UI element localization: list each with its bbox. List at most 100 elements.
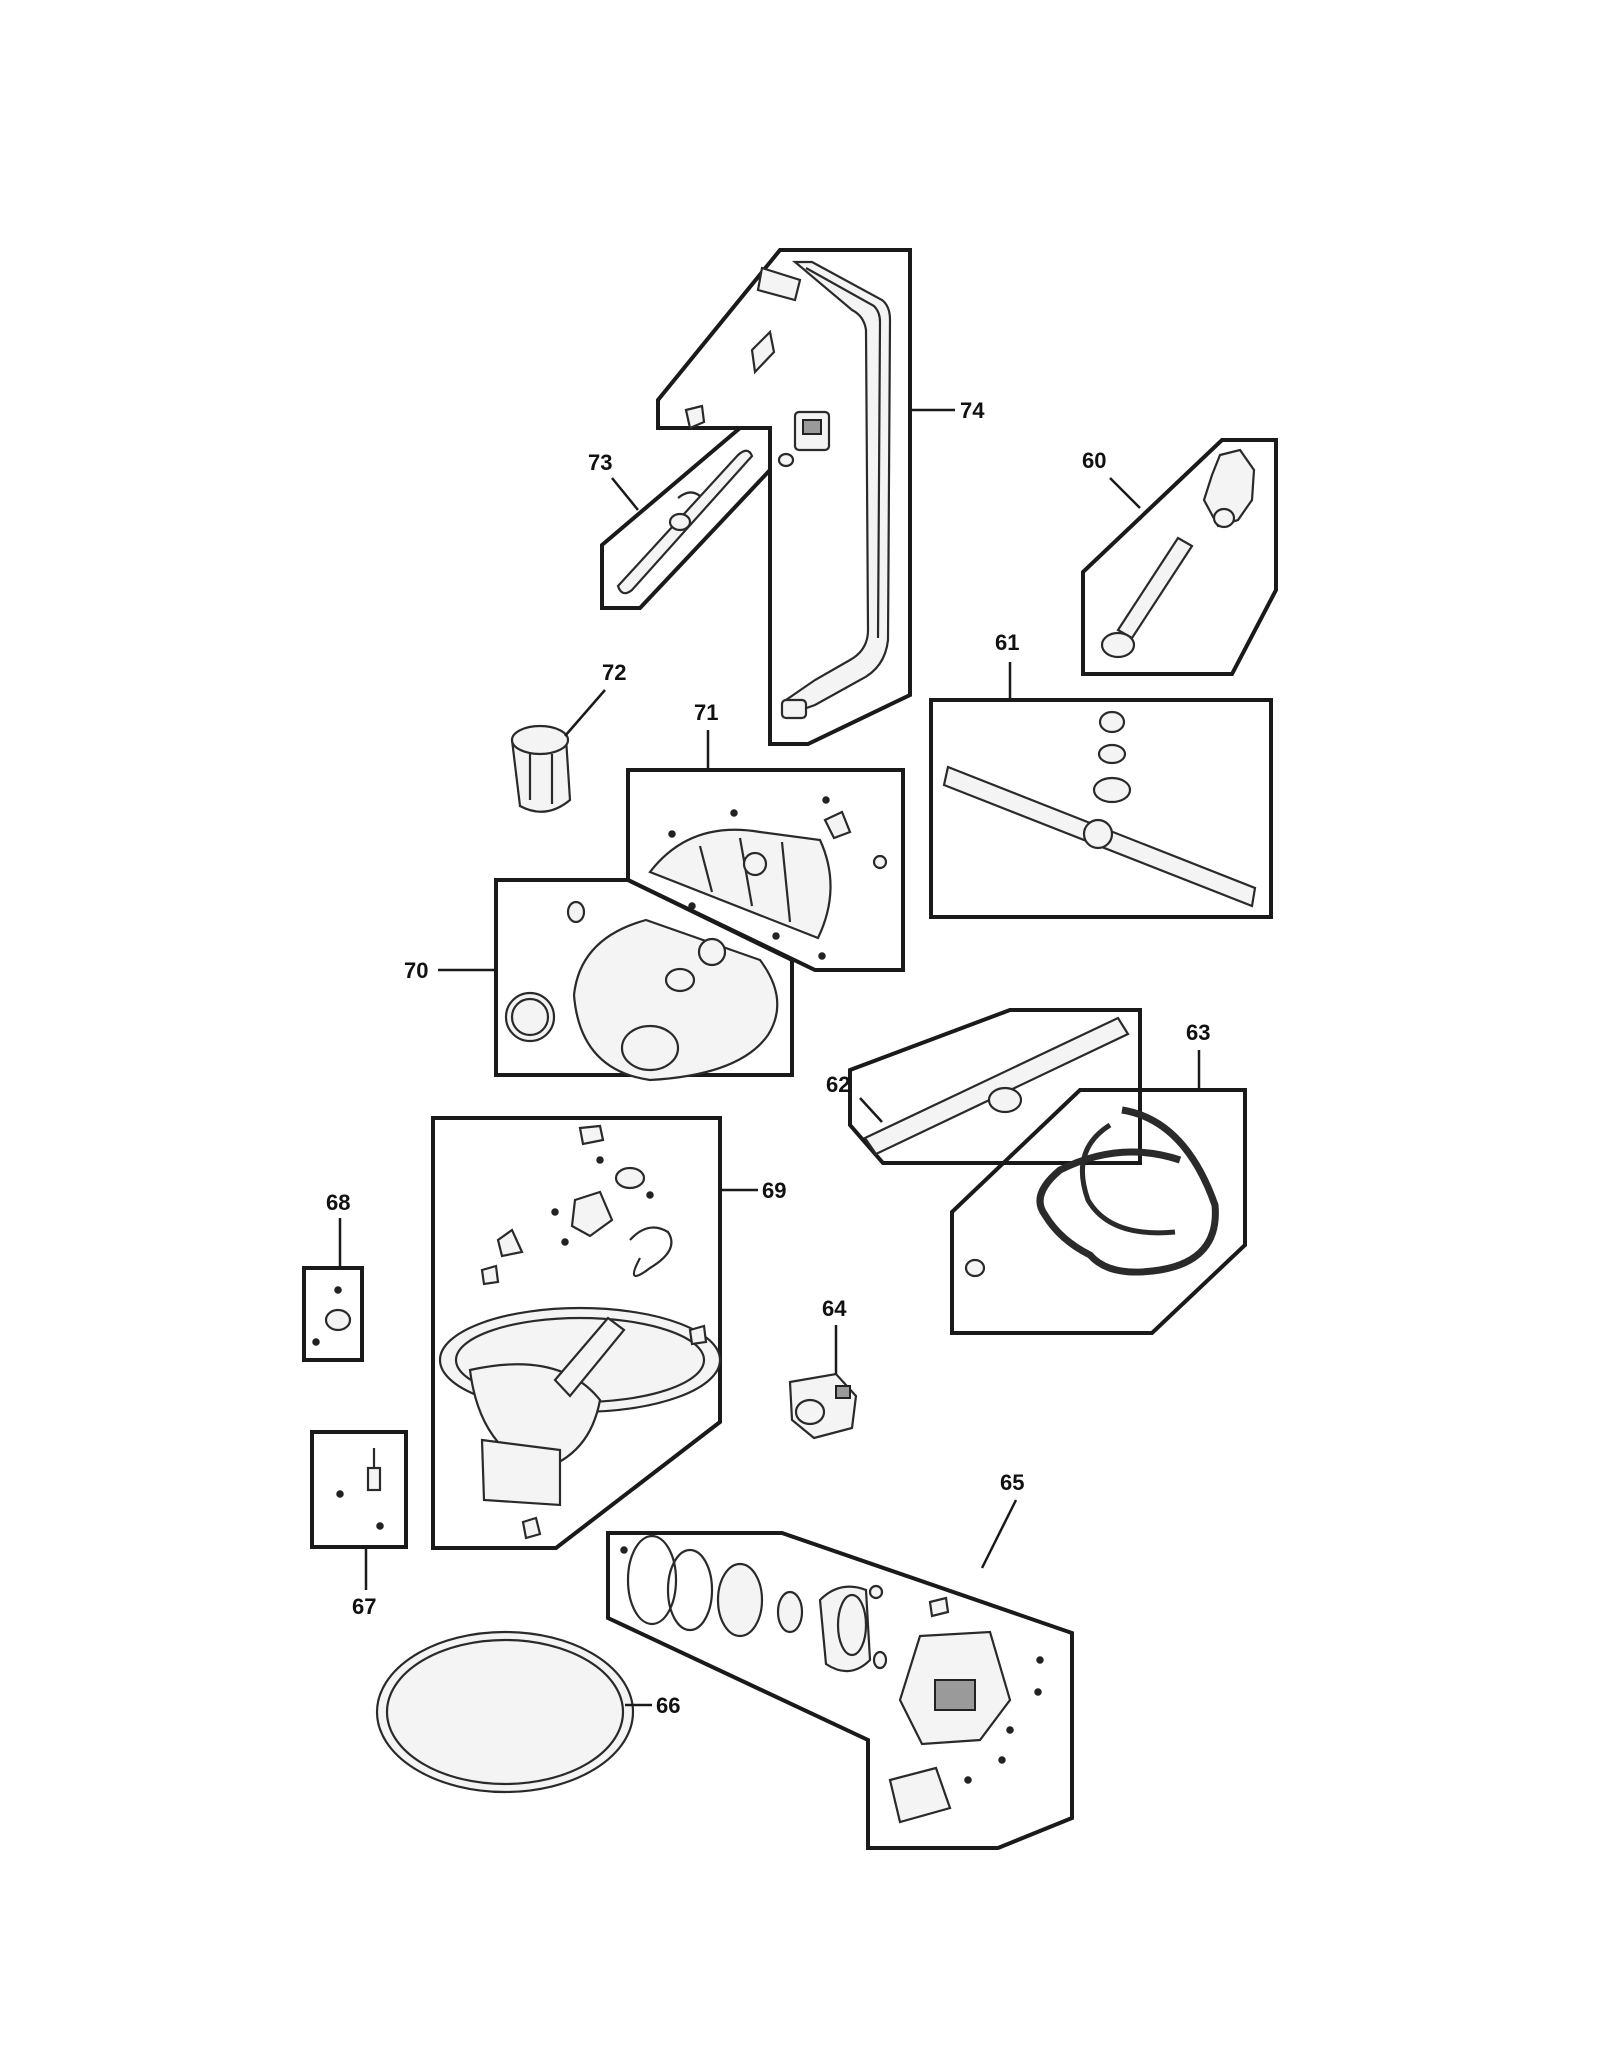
part-61-frame [929, 698, 1273, 919]
part-69-valve-cap [614, 1166, 646, 1190]
part-74-tube-edge [805, 267, 882, 639]
part-65-screw-4 [1006, 1726, 1014, 1734]
part-69-clip-right [688, 1324, 708, 1346]
part-67-screw-1 [336, 1490, 344, 1498]
part-66-group: 66 [375, 1630, 680, 1794]
part-73-clip [677, 491, 701, 499]
part-70-callout: 70 [404, 958, 428, 983]
part-74-connector [750, 266, 802, 375]
part-65-leader [980, 1499, 1018, 1569]
part-63-callout: 63 [1186, 1020, 1210, 1045]
part-69-group: 69 [431, 1116, 786, 1550]
part-65-oring-2 [666, 1548, 714, 1632]
part-70-port-mid [664, 967, 696, 993]
part-74-clip-inner [802, 419, 822, 435]
part-64-group: 64 [788, 1296, 858, 1440]
part-63-frame [950, 1088, 1247, 1335]
part-61-group: 61 [929, 630, 1273, 919]
part-62-frame [848, 1008, 1142, 1165]
part-67-screw-2 [376, 1522, 384, 1530]
part-67-frame [310, 1430, 408, 1549]
part-74-oring [777, 452, 795, 468]
part-67-callout: 67 [352, 1594, 376, 1619]
part-68-sensor [324, 1308, 352, 1332]
part-64-pump-port [794, 1398, 826, 1426]
part-69-callout: 69 [762, 1178, 786, 1203]
part-74-callout: 74 [960, 398, 985, 423]
part-74-tube [784, 260, 892, 715]
part-74-tube-end [780, 698, 808, 720]
part-69-valve [570, 1190, 614, 1238]
part-65-frame [606, 1531, 1074, 1850]
part-69-screw-2 [646, 1191, 654, 1199]
part-71-cover-rib1 [698, 845, 714, 893]
part-63-group: 63 [950, 1020, 1247, 1335]
part-69-latch [578, 1124, 605, 1146]
part-60-leader [1109, 477, 1141, 509]
part-66-ring-outer [375, 1630, 635, 1794]
part-69-seal [629, 1226, 673, 1278]
part-68-screw-1 [334, 1286, 342, 1294]
part-60-group: 60 [1081, 438, 1278, 676]
part-70-group: 70 [404, 878, 794, 1082]
part-65-group: 65 [606, 1470, 1074, 1850]
part-65-screw-6 [964, 1776, 972, 1784]
part-65-callout: 65 [1000, 1470, 1024, 1495]
part-63-clamp [964, 1258, 986, 1278]
part-73-callout: 73 [588, 450, 612, 475]
part-71-screw-6 [818, 952, 826, 960]
part-65-clip-top [928, 1596, 950, 1618]
part-60-base [1100, 631, 1136, 659]
part-64-callout: 64 [822, 1296, 847, 1321]
part-65-screw-3 [1034, 1688, 1042, 1696]
part-73-leader [611, 477, 639, 511]
part-71-hole [742, 851, 768, 877]
part-66-callout: 66 [656, 1693, 680, 1718]
part-71-frame [626, 768, 905, 972]
part-73-frame [600, 426, 772, 610]
part-68-frame [302, 1266, 364, 1362]
part-72-filter-top [510, 724, 570, 756]
part-65-seal [776, 1590, 804, 1634]
part-65-motor-winding [934, 1679, 976, 1711]
part-61-nut-top [1098, 710, 1126, 734]
part-65-screw-5 [998, 1756, 1006, 1764]
part-60-frame [1081, 438, 1278, 676]
part-62-hub [987, 1086, 1023, 1114]
part-61-callout: 61 [995, 630, 1019, 655]
part-61-hub [1082, 818, 1114, 850]
part-67-group: 67 [310, 1430, 408, 1619]
part-71-screw-2 [668, 830, 676, 838]
part-62-leader [859, 1097, 883, 1123]
part-71-screw-5 [772, 932, 780, 940]
part-71-cover [648, 828, 832, 940]
part-74-group: 74 [656, 248, 985, 746]
part-70-frame [494, 878, 794, 1077]
part-60-tube [1116, 536, 1194, 640]
part-65-oring-1 [626, 1534, 678, 1626]
part-68-group: 68 [302, 1190, 364, 1362]
part-62-arm [863, 1016, 1130, 1156]
part-65-impeller [716, 1562, 764, 1638]
part-70-ring-right [697, 937, 727, 967]
part-71-callout: 71 [694, 700, 718, 725]
part-74-small-clip [684, 404, 706, 430]
part-69-screw-4 [561, 1238, 569, 1246]
part-65-housing-face [836, 1593, 868, 1657]
part-71-cover-rib3 [780, 841, 792, 923]
part-65-screw-1 [620, 1546, 628, 1554]
part-67-sensor [366, 1466, 382, 1492]
part-71-screw-1 [730, 809, 738, 817]
part-72-leader [564, 689, 606, 737]
part-69-foot [521, 1516, 542, 1540]
part-74-frame [656, 248, 912, 746]
part-65-cap [868, 1584, 884, 1600]
part-65-bracket [888, 1766, 952, 1824]
part-71-screw-3 [822, 796, 830, 804]
part-62-group: 62 [826, 1008, 1142, 1165]
part-69-frame [431, 1116, 722, 1550]
part-68-screw-2 [312, 1338, 320, 1346]
part-65-screw-2 [1036, 1656, 1044, 1664]
part-70-port-large [620, 1024, 680, 1072]
